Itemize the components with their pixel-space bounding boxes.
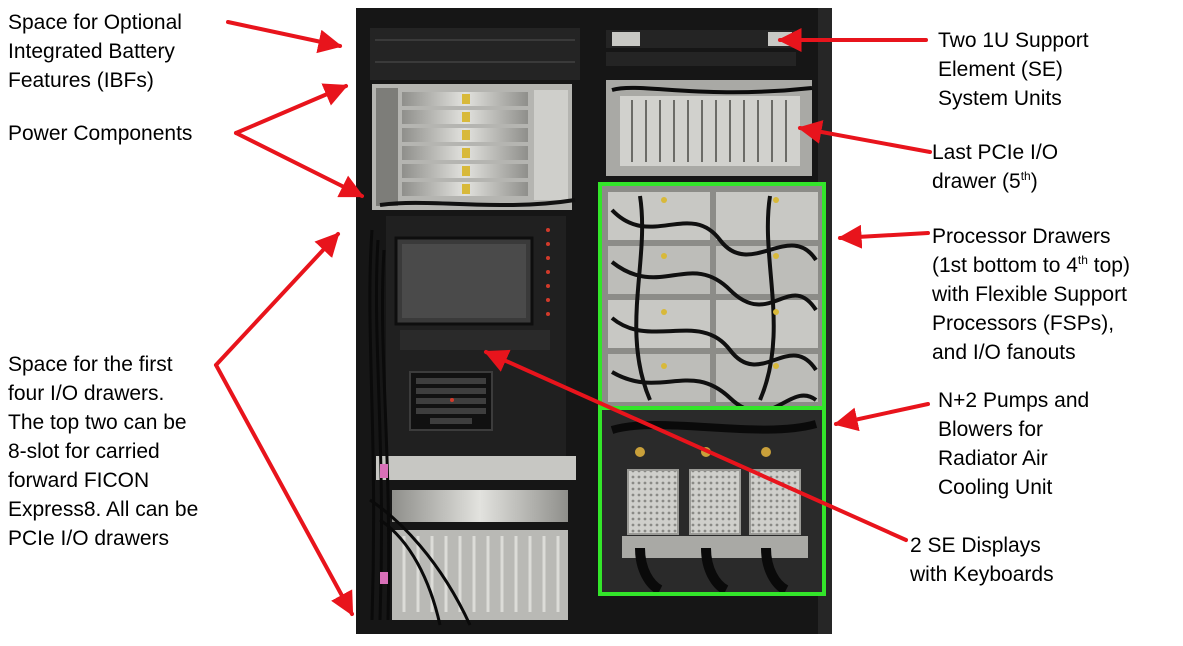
blower-2 [689,469,741,535]
label-displays: 2 SE Displays with Keyboards [910,534,1054,586]
io-drawer-space [368,229,576,626]
console-indicators [546,228,550,316]
pumps-blowers-highlight [598,406,826,596]
arrow-displays [483,349,908,542]
arrow-io-top [214,232,340,367]
pumps-and-blowers [602,410,824,595]
processor-drawers [602,186,824,414]
right-cabinet [592,8,832,634]
arrow-processor [837,224,930,249]
se-system-units [606,30,796,66]
left-cabinet [356,8,592,634]
label-power: Power Components [8,122,193,145]
power-components [372,84,576,210]
arrow-io-bottom [214,363,354,617]
arrow-ibf [226,20,343,54]
label-pcie-last: Last PCIe I/O drawer (5th) [932,141,1059,193]
callout-arrows [214,20,932,617]
label-ibf: Space for Optional Integrated Battery Fe… [8,11,182,92]
ibf-space [370,28,580,80]
se-display-console [386,216,566,456]
label-processor: Processor Drawers (1st bottom to 4th top… [932,225,1130,364]
blower-1 [627,469,679,535]
label-io-space: Space for the first four I/O drawers. Th… [8,353,199,550]
arrow-power-top [234,83,349,135]
processor-cables [610,195,818,414]
label-se-units: Two 1U Support Element (SE) System Units [938,29,1089,110]
last-pcie-io-drawer [606,80,813,176]
left-cable-bundle [368,229,472,626]
arrow-pcie-last [797,120,932,154]
label-pumps: N+2 Pumps and Blowers for Radiator Air C… [938,389,1090,499]
arrow-pumps [833,402,930,432]
arrow-power-bottom [234,131,365,198]
power-supply-modules [402,92,528,196]
